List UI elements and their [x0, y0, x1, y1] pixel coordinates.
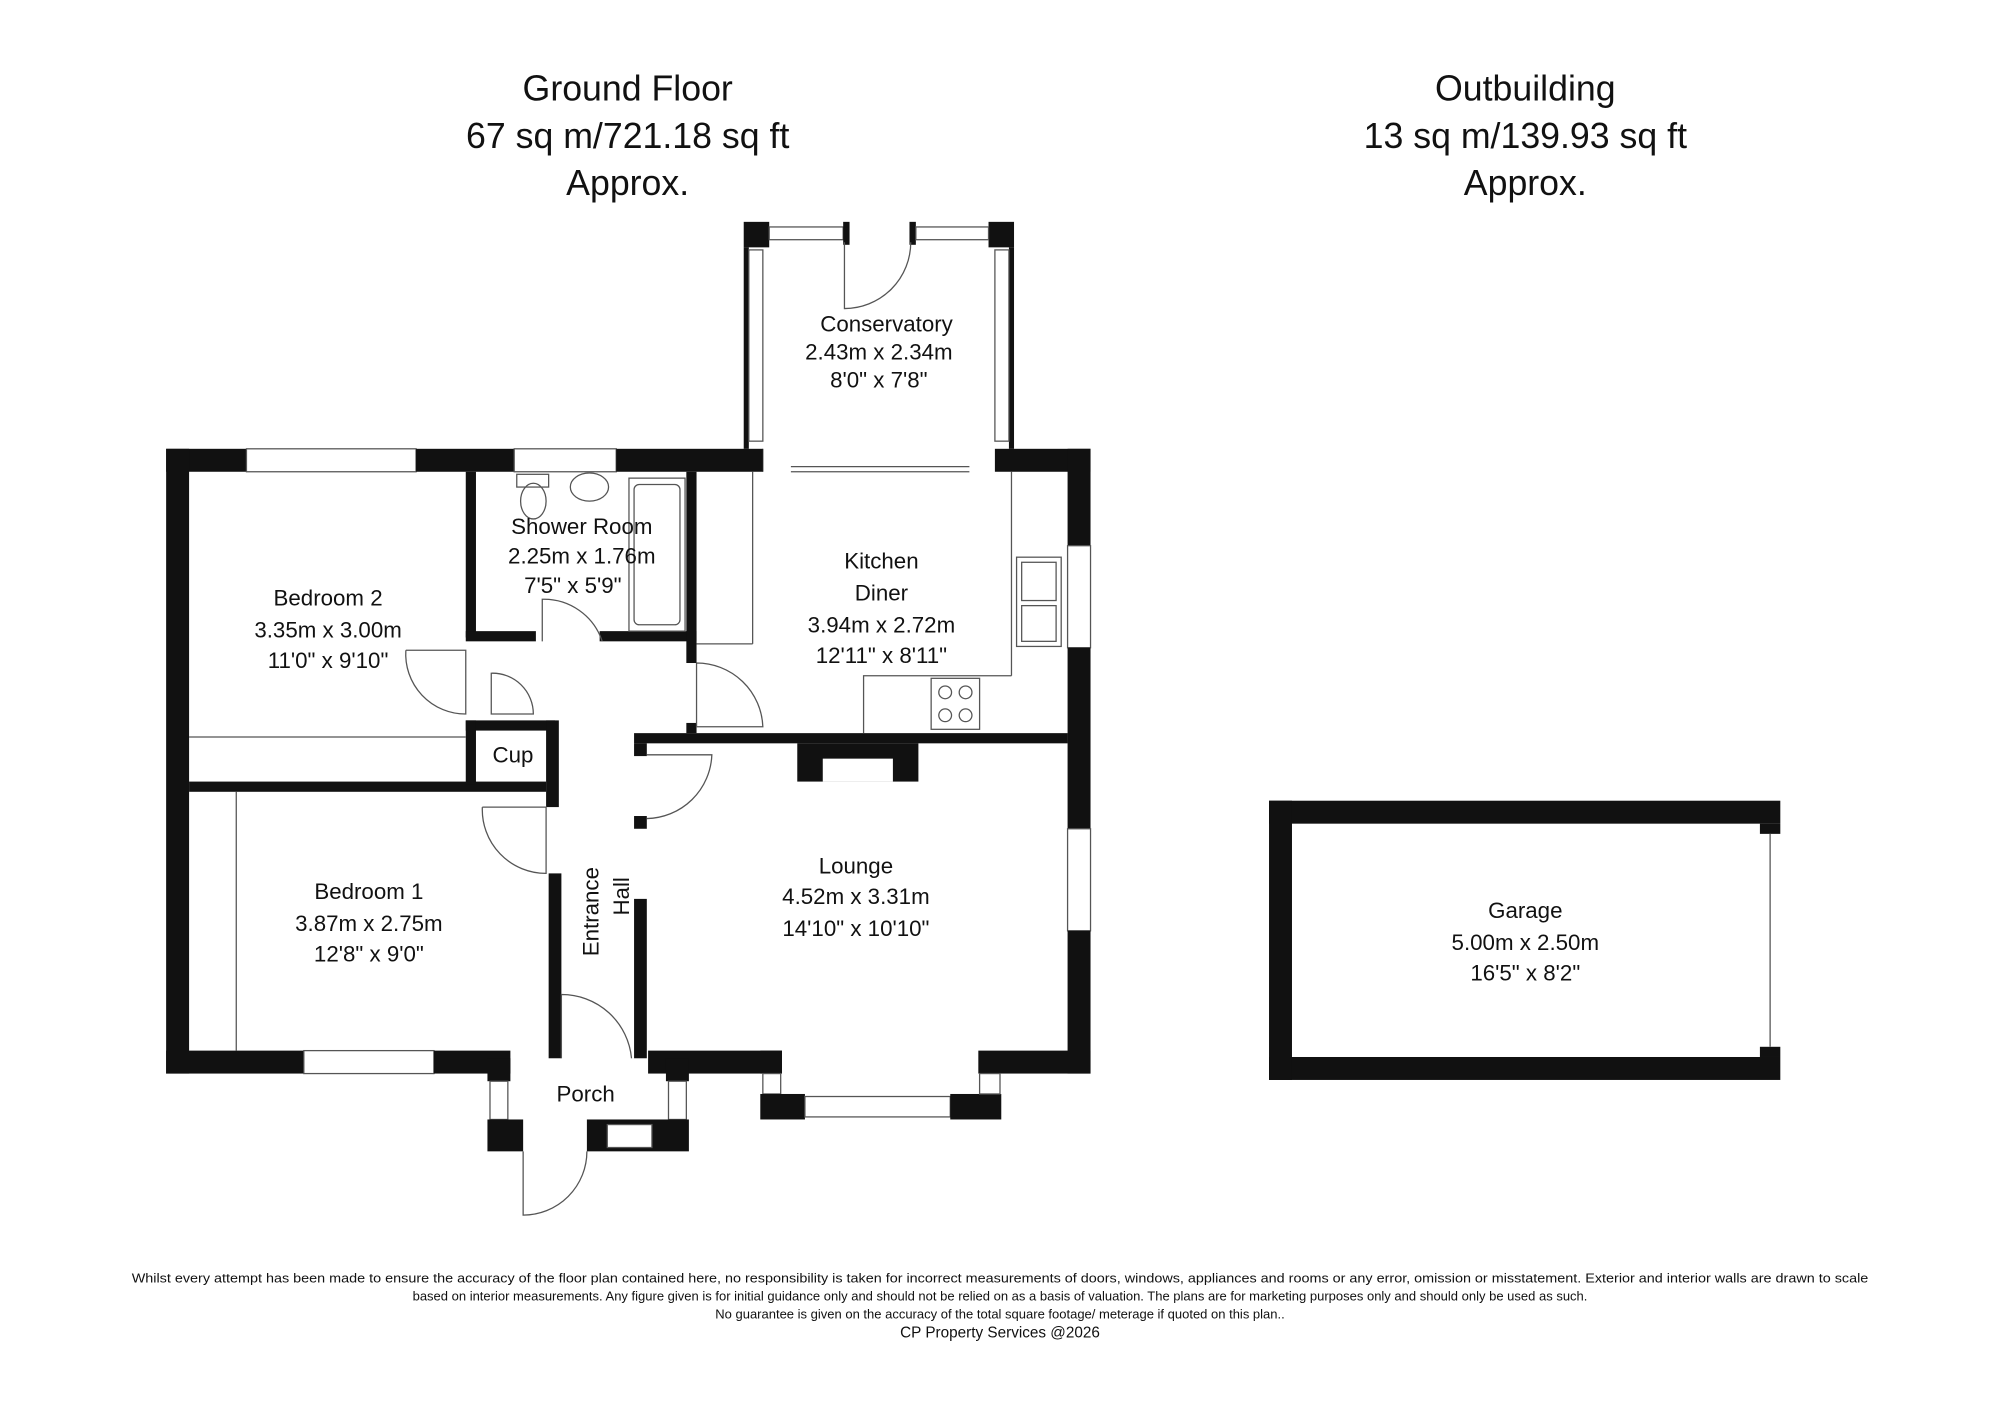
room-metric: 4.52m x 3.31m	[782, 884, 929, 909]
room-name: Entrance	[578, 867, 603, 956]
ground-floor-walls	[166, 448, 1092, 1152]
room-name: Shower Room	[511, 514, 652, 539]
room-cupboard: Cup	[492, 742, 533, 767]
room-name: Kitchen	[844, 549, 918, 574]
room-metric: 3.87m x 2.75m	[295, 911, 442, 936]
room-metric: 2.25m x 1.76m	[508, 544, 655, 569]
room-metric: 3.35m x 3.00m	[254, 618, 401, 643]
outbuilding-title: Outbuilding	[1435, 69, 1616, 109]
room-porch: Porch	[556, 1082, 614, 1107]
room-imperial: 11'0" x 9'10"	[268, 648, 389, 673]
room-bedroom-1: Bedroom 1 3.87m x 2.75m 12'8" x 9'0"	[295, 879, 442, 966]
garage-walls	[1269, 800, 1781, 1080]
ground-floor-approx: Approx.	[566, 163, 689, 203]
room-imperial: 12'11" x 8'11"	[816, 643, 947, 668]
outbuilding-approx: Approx.	[1464, 163, 1587, 203]
outbuilding-header: Outbuilding 13 sq m/139.93 sq ft Approx.	[1364, 69, 1687, 203]
ground-floor-title: Ground Floor	[523, 69, 733, 109]
room-bedroom-2: Bedroom 2 3.35m x 3.00m 11'0" x 9'10"	[254, 586, 401, 673]
room-imperial: 14'10" x 10'10"	[782, 916, 929, 941]
room-name: Bedroom 2	[274, 586, 383, 611]
room-imperial: 12'8" x 9'0"	[314, 941, 424, 966]
fixtures	[189, 471, 1062, 1216]
ground-floor-header: Ground Floor 67 sq m/721.18 sq ft Approx…	[466, 69, 789, 203]
room-metric: 5.00m x 2.50m	[1452, 930, 1599, 955]
room-kitchen: Kitchen Diner 3.94m x 2.72m 12'11" x 8'1…	[808, 549, 955, 668]
disclaimer-line-1: Whilst every attempt has been made to en…	[132, 1271, 1869, 1286]
copyright: CP Property Services @2026	[900, 1324, 1100, 1341]
room-entrance-hall: Entrance Hall	[578, 867, 634, 956]
room-imperial: 8'0" x 7'8"	[830, 368, 927, 393]
disclaimer-line-3: No guarantee is given on the accuracy of…	[715, 1306, 1284, 1321]
disclaimer-line-2: based on interior measurements. Any figu…	[413, 1289, 1588, 1304]
conservatory-walls	[743, 221, 1015, 473]
ground-floor-area: 67 sq m/721.18 sq ft	[466, 116, 789, 156]
room-name: Bedroom 1	[314, 879, 423, 904]
room-conservatory: Conservatory 2.43m x 2.34m 8'0" x 7'8"	[805, 312, 954, 393]
room-imperial: 7'5" x 5'9"	[524, 573, 621, 598]
room-name-2: Diner	[855, 581, 909, 606]
room-name: Conservatory	[820, 312, 953, 337]
room-garage: Garage 5.00m x 2.50m 16'5" x 8'2"	[1452, 898, 1599, 985]
room-imperial: 16'5" x 8'2"	[1470, 960, 1580, 985]
room-name: Garage	[1488, 898, 1562, 923]
room-name-2: Hall	[609, 877, 634, 915]
room-metric: 3.94m x 2.72m	[808, 612, 955, 637]
room-lounge: Lounge 4.52m x 3.31m 14'10" x 10'10"	[782, 853, 929, 940]
room-metric: 2.43m x 2.34m	[805, 340, 952, 365]
room-shower: Shower Room 2.25m x 1.76m 7'5" x 5'9"	[508, 514, 655, 598]
outbuilding-area: 13 sq m/139.93 sq ft	[1364, 116, 1687, 156]
room-name: Lounge	[819, 853, 893, 878]
disclaimer: Whilst every attempt has been made to en…	[132, 1271, 1869, 1342]
